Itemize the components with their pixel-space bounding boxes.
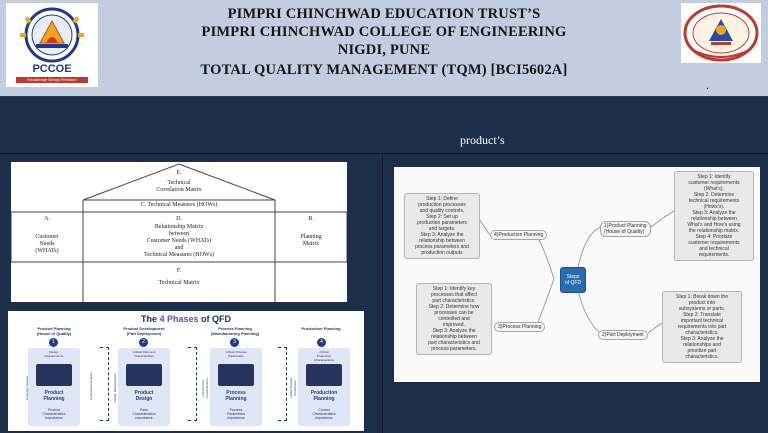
phase-3-top: Critical Process Parameters [225, 350, 247, 358]
phase-3-main: Process Planning [225, 390, 247, 402]
phase-2-design-icon [126, 364, 162, 386]
college-name: PIMPRI CHINCHWAD COLLEGE OF ENGINEERING [201, 24, 567, 40]
hoq-a-label: A. [44, 216, 50, 222]
mindmap-center: Steps of QFD [560, 267, 586, 293]
phase-2-side: Design Requirements [113, 373, 117, 403]
hoq-e-label: E. [176, 170, 182, 176]
hoq-d-text: Relationship Matrix between Customer Nee… [144, 224, 214, 258]
phase-arrow-2 [188, 347, 197, 421]
phase-3-bottom: Process Parameters Importance [226, 408, 246, 420]
phase-4-panel [298, 348, 350, 426]
phase-1-top: Design Requirements [44, 350, 64, 358]
phases-title-accent: 4 Phases [159, 314, 199, 324]
university-seal-logo [681, 3, 761, 63]
phase-1-mid-label: Competitive Analysis [89, 372, 93, 400]
mindmap-branch-2-steps: Step 1: Break down the product into subs… [662, 291, 742, 363]
phase-4-main: Production Planning [310, 390, 338, 402]
phase-4-factory-icon [306, 364, 342, 386]
subtitle: product’s [460, 133, 505, 147]
phase-1: Product Planning (House of Quality) 1 De… [14, 326, 94, 430]
phase-3-number: 3 [230, 338, 239, 347]
phase-4: Production Planning 4 Critical Productio… [280, 326, 362, 430]
header-rule [0, 96, 768, 97]
hoq-b-label: B. [308, 216, 314, 222]
hoq-f-label: F. [176, 268, 182, 274]
hoq-e-title: Technical Correlation Matrix [156, 180, 202, 193]
mindmap-branch-4-steps: Step 1: Define production processes and … [404, 193, 480, 259]
mindmap-branch-3: 3)Process Planning [494, 322, 546, 332]
house-outline [11, 163, 347, 302]
phase-2-bottom: Parts Characteristics Importance [132, 408, 156, 420]
hoq-a-text: Customer Needs (WHATs) [35, 234, 59, 254]
phase-4-title: Production Planning [301, 326, 341, 331]
content-top-rule [0, 153, 768, 154]
phase-arrow-3 [278, 347, 287, 421]
phase-1-side: Customer Desires [25, 376, 29, 401]
phase-3-side: Critical Parts Characteristics [201, 378, 209, 398]
pccoe-logo-text: PCCOE [32, 63, 72, 75]
trust-name: PIMPRI CHINCHWAD EDUCATION TRUST’S [227, 6, 541, 22]
phase-4-top: Critical Production Characteristics [314, 350, 334, 362]
house-of-quality-diagram: E. Technical Correlation Matrix C. Techn… [11, 162, 347, 302]
phase-1-bottom: Product Characteristics Importance [42, 408, 66, 420]
phases-title-post: of QFD [198, 314, 232, 324]
phases-title: The 4 Phases of QFD [8, 314, 364, 324]
course-title: TOTAL QUALITY MANAGEMENT (TQM) [BCI5602A… [200, 62, 568, 78]
phase-2-title: Product Development (Part Deployment) [123, 326, 165, 336]
hoq-f-text: Technical Matrix [158, 280, 200, 286]
phases-title-pre: The [140, 314, 160, 324]
mindmap-branch-4: 4)Production Planning [490, 230, 548, 240]
content-divider [382, 153, 383, 433]
phase-1-main: Product Planning [43, 390, 65, 402]
phase-1-title: Product Planning (House of Quality) [36, 326, 72, 336]
pccoe-logo-tagline: Knowledge Brings Freedom [16, 77, 88, 83]
phase-3-gear-icon [218, 364, 254, 386]
phase-2-number: 2 [139, 338, 148, 347]
phase-2-panel [118, 348, 170, 426]
phase-1-panel [28, 348, 80, 426]
qfd-four-phases-infographic: The 4 Phases of QFD Product Planning (Ho… [8, 311, 364, 431]
phase-1-machine-icon [36, 364, 72, 386]
mindmap-branch-2: 2)Part Deployment [598, 330, 648, 340]
hoq-b-text: Planning Matrix [300, 234, 322, 247]
phase-4-side: Critical Process Parameters [289, 377, 297, 399]
mindmap-branch-1: 1)Product Planning (House of Quality) [600, 221, 651, 237]
phase-1-number: 1 [49, 338, 58, 347]
hoq-d-label: D. [176, 216, 182, 222]
phase-2: Product Development (Part Deployment) 2 … [104, 326, 184, 430]
phase-2-main: Product Design [134, 390, 154, 402]
phase-arrow-1 [100, 347, 109, 421]
hoq-c-label: C. Technical Measures (HOWs) [140, 202, 218, 208]
phase-3-panel [210, 348, 262, 426]
header-band [0, 0, 768, 96]
mindmap-branch-3-steps: Step 1: Identify key processes that affe… [416, 283, 492, 355]
phase-4-number: 4 [317, 338, 326, 347]
phase-4-bottom: Control Characteristics Importance [312, 408, 336, 420]
pccoe-logo: PCCOE Knowledge Brings Freedom [6, 3, 98, 87]
phase-3-title: Process Planning (Manufacturing Planning… [210, 326, 260, 336]
phase-2-top: Critical Parts and Characteristics [132, 350, 156, 358]
college-location: NIGDI, PUNE [337, 42, 431, 58]
phase-3: Process Planning (Manufacturing Planning… [192, 326, 278, 430]
header-dot: . [706, 78, 709, 92]
qfd-steps-mindmap: Steps of QFD 1)Product Planning (House o… [394, 167, 760, 382]
mindmap-branch-1-steps: Step 1: Identify customer requirements (… [674, 171, 754, 261]
